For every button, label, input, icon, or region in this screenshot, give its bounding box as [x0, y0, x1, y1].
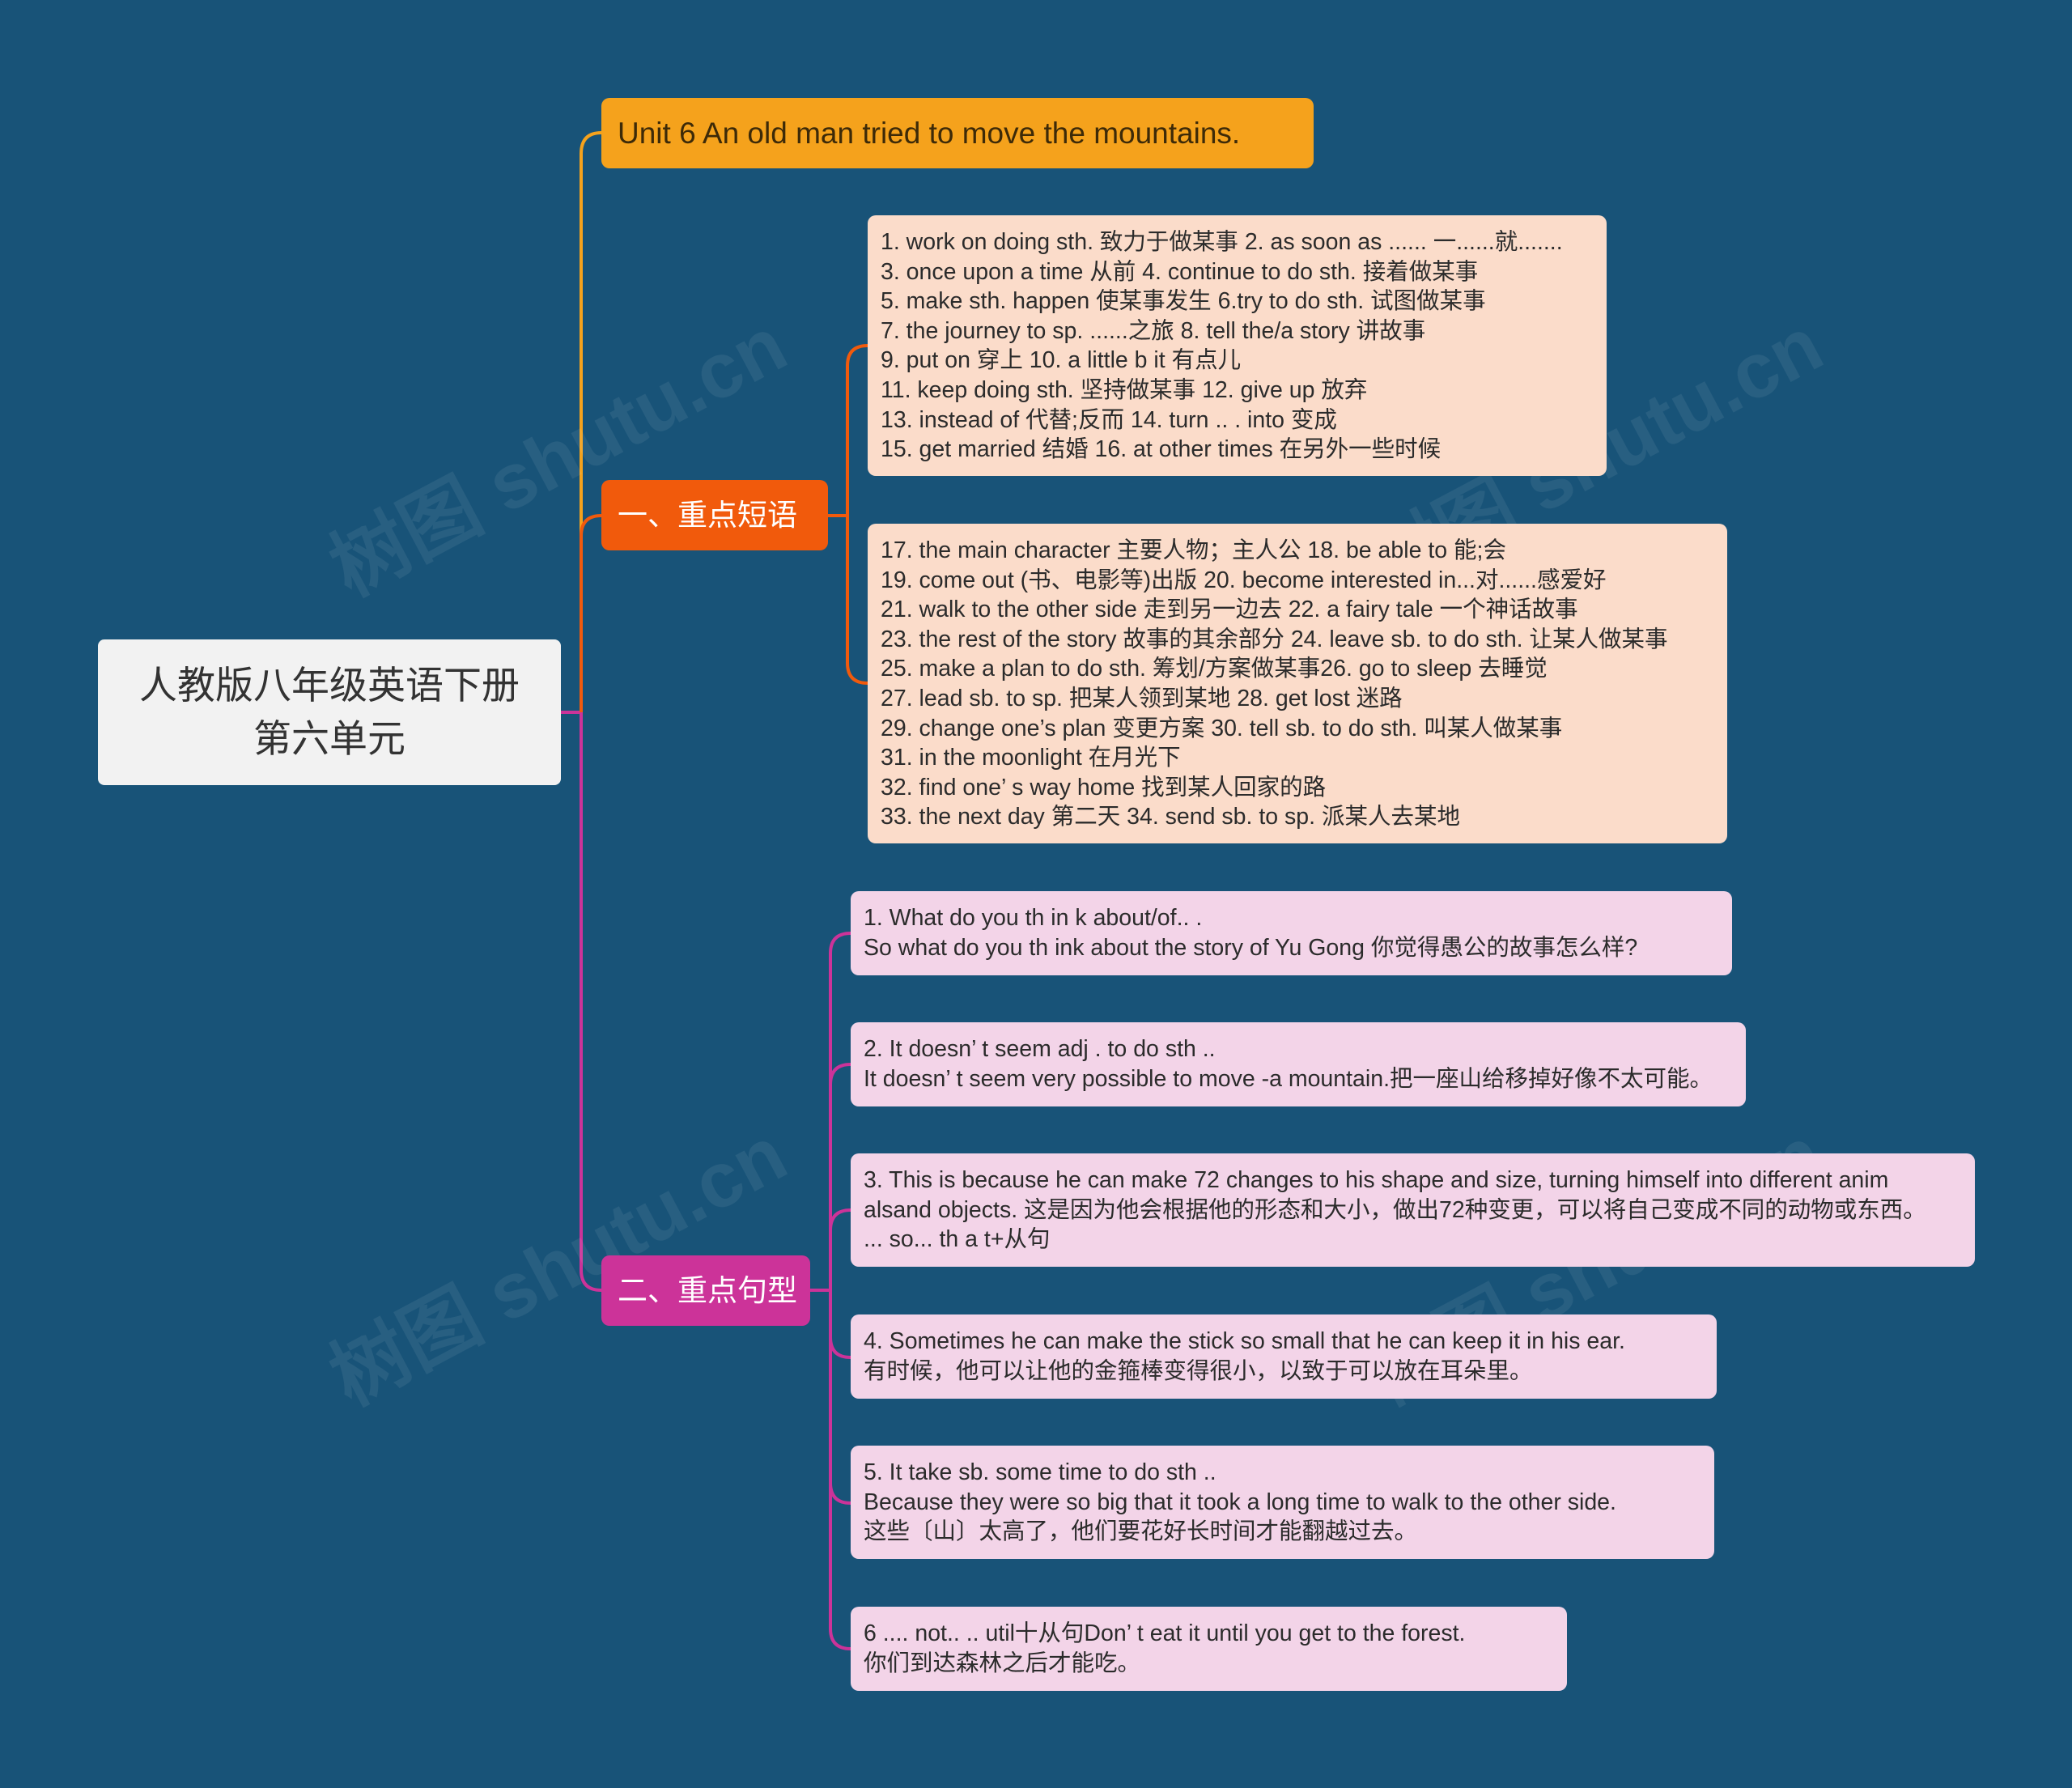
sentence-item-6[interactable]: 6 .... not.. .. util十从句Don’ t eat it unt…	[851, 1607, 1567, 1691]
phrase-line: 5. make sth. happen 使某事发生 6.try to do st…	[881, 288, 1486, 315]
sentence-item-3[interactable]: 3. This is because he can make 72 change…	[851, 1153, 1975, 1267]
sentence-line: 这些〔山〕太高了，他们要花好长时间才能翻越过去。	[864, 1518, 1418, 1545]
sentence-line: alsand objects. 这是因为他会根据他的形态和大小，做出72种变更，…	[864, 1196, 1926, 1223]
phrase-line: 33. the next day 第二天 34. send sb. to sp.…	[881, 804, 1460, 830]
branch-key-phrases[interactable]: 一、重点短语	[601, 480, 828, 550]
phrase-group-1[interactable]: 1. work on doing sth. 致力于做某事 2. as soon …	[868, 215, 1607, 476]
root-title-line-1: 人教版八年级英语下册	[139, 664, 520, 707]
sentence-line: 5. It take sb. some time to do sth ..	[864, 1459, 1216, 1485]
phrase-line: 21. walk to the other side 走到另一边去 22. a …	[881, 597, 1578, 623]
sentence-line: 4. Sometimes he can make the stick so sm…	[864, 1328, 1625, 1354]
phrase-line: 29. change one’s plan 变更方案 30. tell sb. …	[881, 715, 1563, 741]
phrase-line: 25. make a plan to do sth. 筹划/方案做某事26. g…	[881, 656, 1548, 682]
sentence-line: 你们到达森林之后才能吃。	[864, 1650, 1141, 1676]
sentence-line: So what do you th ink about the story of…	[864, 934, 1638, 961]
root-title-line-2: 第六单元	[253, 717, 405, 760]
sentence-line: 1. What do you th in k about/of.. .	[864, 905, 1203, 931]
sentence-line: 6 .... not.. .. util十从句Don’ t eat it unt…	[864, 1620, 1466, 1646]
sentence-item-4[interactable]: 4. Sometimes he can make the stick so sm…	[851, 1314, 1717, 1399]
phrase-line: 23. the rest of the story 故事的其余部分 24. le…	[881, 626, 1668, 652]
phrase-line: 15. get married 结婚 16. at other times 在另…	[881, 436, 1441, 463]
root-node[interactable]: 人教版八年级英语下册 第六单元	[98, 639, 561, 785]
phrase-line: 7. the journey to sp. ......之旅 8. tell t…	[881, 317, 1426, 344]
sentence-item-1[interactable]: 1. What do you th in k about/of.. . So w…	[851, 891, 1732, 975]
sentence-item-5[interactable]: 5. It take sb. some time to do sth .. Be…	[851, 1446, 1714, 1559]
sentence-line: 3. This is because he can make 72 change…	[864, 1167, 1889, 1193]
phrase-line: 3. once upon a time 从前 4. continue to do…	[881, 258, 1479, 285]
phrase-line: 9. put on 穿上 10. a little b it 有点儿	[881, 347, 1242, 374]
phrase-line: 31. in the moonlight 在月光下	[881, 745, 1181, 771]
phrase-line: 13. instead of 代替;反而 14. turn .. . into …	[881, 406, 1337, 433]
sentence-line: It doesn’ t seem very possible to move -…	[864, 1065, 1713, 1092]
sentence-line: 2. It doesn’ t seem adj . to do sth ..	[864, 1036, 1216, 1062]
title-connector	[580, 131, 602, 712]
phrase-line: 17. the main character 主要人物；主人公 18. be a…	[881, 537, 1506, 563]
sentence-line: 有时候，他可以让他的金箍棒变得很小，以致于可以放在耳朵里。	[864, 1357, 1533, 1384]
unit-title-node[interactable]: Unit 6 An old man tried to move the moun…	[601, 98, 1314, 168]
sentence-item-2[interactable]: 2. It doesn’ t seem adj . to do sth .. I…	[851, 1022, 1746, 1106]
phrase-line: 1. work on doing sth. 致力于做某事 2. as soon …	[881, 229, 1563, 255]
branch-key-sentences[interactable]: 二、重点句型	[601, 1255, 810, 1326]
sentences-connector	[580, 712, 602, 1292]
phrase-group-2[interactable]: 17. the main character 主要人物；主人公 18. be a…	[868, 524, 1727, 843]
sentence-line: ... so... th a t+从句	[864, 1226, 1051, 1253]
phrases-connector	[580, 514, 602, 712]
sentence-line: Because they were so big that it took a …	[864, 1489, 1616, 1515]
phrase-line: 32. find one’ s way home 找到某人回家的路	[881, 774, 1327, 801]
phrase-line: 27. lead sb. to sp. 把某人领到某地 28. get lost…	[881, 685, 1403, 711]
phrase-line: 19. come out (书、电影等)出版 20. become intere…	[881, 567, 1607, 593]
phrase-line: 11. keep doing sth. 坚持做某事 12. give up 放弃	[881, 376, 1368, 403]
